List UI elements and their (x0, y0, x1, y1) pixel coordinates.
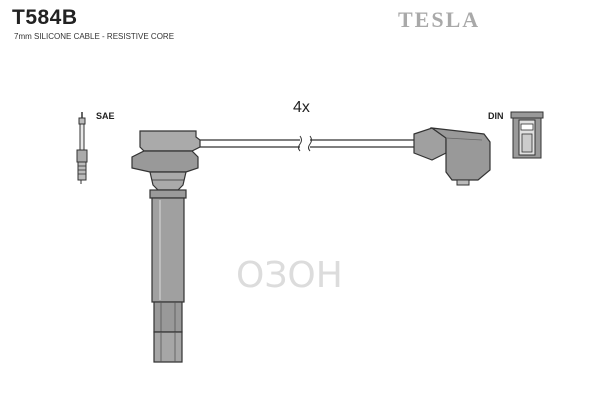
ignition-cable (200, 135, 414, 152)
angled-connector-boot (413, 127, 491, 186)
watermark-text: ОЗОН (236, 255, 343, 296)
cable-description: 7mm SILICONE CABLE - RESISTIVE CORE (14, 32, 175, 41)
coil-boot (131, 130, 201, 363)
part-number: T584B (12, 6, 78, 29)
din-terminal-icon (510, 111, 544, 159)
din-label: DIN (488, 111, 504, 121)
quantity-label: 4x (293, 99, 310, 116)
sae-label: SAE (96, 111, 115, 121)
brand-logo: TESLA (398, 7, 481, 32)
spark-plug-icon (76, 112, 88, 184)
